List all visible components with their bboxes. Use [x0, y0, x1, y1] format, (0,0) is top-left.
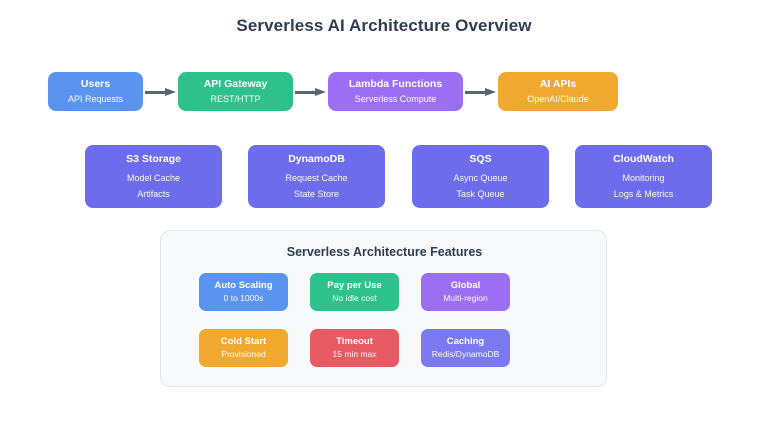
feature-card-subtitle: 15 min max: [332, 348, 377, 359]
feature-card-timeout[interactable]: Timeout 15 min max: [310, 329, 399, 367]
service-node-line1: Monitoring: [622, 173, 665, 184]
flow-node-api-gateway[interactable]: API Gateway REST/HTTP: [178, 72, 293, 111]
flow-node-users[interactable]: Users API Requests: [48, 72, 143, 111]
feature-card-subtitle: Provisioned: [221, 348, 266, 359]
service-node-line2: Artifacts: [137, 188, 170, 199]
arrow-head-icon: [165, 88, 176, 96]
arrow-shaft: [465, 91, 486, 94]
flow-node-subtitle: OpenAI/Claude: [527, 93, 589, 104]
features-grid: Auto Scaling 0 to 1000s Pay per Use No i…: [199, 273, 510, 367]
service-node-title: DynamoDB: [288, 153, 345, 166]
feature-card-cold-start[interactable]: Cold Start Provisioned: [199, 329, 288, 367]
service-node-line2: State Store: [293, 188, 340, 199]
flow-node-subtitle: REST/HTTP: [210, 93, 261, 104]
feature-card-subtitle: Redis/DynamoDB: [431, 348, 500, 359]
arrow-shaft: [145, 91, 166, 94]
arrow-head-icon: [315, 88, 326, 96]
service-node-title: S3 Storage: [126, 153, 181, 166]
flow-node-title: Users: [80, 77, 111, 90]
feature-card-subtitle: No idle cost: [332, 292, 377, 303]
features-panel-title: Serverless Architecture Features: [286, 245, 483, 259]
feature-card-pay-per-use[interactable]: Pay per Use No idle cost: [310, 273, 399, 311]
feature-card-subtitle: Multi-region: [443, 292, 488, 303]
service-node-line1: Model Cache: [126, 173, 181, 184]
service-node-line1: Request Cache: [285, 173, 348, 184]
page-title: Serverless AI Architecture Overview: [236, 16, 532, 35]
flow-node-subtitle: Serverless Compute: [354, 93, 437, 104]
service-node-line2: Logs & Metrics: [613, 188, 674, 199]
service-node-cloudwatch[interactable]: CloudWatch Monitoring Logs & Metrics: [575, 145, 712, 208]
flow-node-title: AI APIs: [539, 77, 577, 90]
service-node-title: SQS: [469, 153, 492, 166]
flow-node-lambda-functions[interactable]: Lambda Functions Serverless Compute: [328, 72, 463, 111]
flow-node-title: API Gateway: [203, 77, 268, 90]
feature-card-title: Global: [450, 280, 481, 292]
arrow-lambda-to-ai-apis: [465, 88, 496, 96]
flow-node-title: Lambda Functions: [348, 77, 443, 90]
feature-card-auto-scaling[interactable]: Auto Scaling 0 to 1000s: [199, 273, 288, 311]
flow-node-ai-apis[interactable]: AI APIs OpenAI/Claude: [498, 72, 618, 111]
feature-card-caching[interactable]: Caching Redis/DynamoDB: [421, 329, 510, 367]
service-node-line1: Async Queue: [453, 173, 508, 184]
flow-node-subtitle: API Requests: [67, 93, 124, 104]
feature-card-subtitle: 0 to 1000s: [223, 292, 264, 303]
feature-card-title: Pay per Use: [327, 280, 382, 292]
arrow-head-icon: [485, 88, 496, 96]
feature-card-title: Caching: [446, 336, 485, 348]
features-panel: Serverless Architecture Features Auto Sc…: [160, 230, 607, 387]
arrow-users-to-api-gateway: [145, 88, 176, 96]
service-node-dynamodb[interactable]: DynamoDB Request Cache State Store: [248, 145, 385, 208]
service-node-sqs[interactable]: SQS Async Queue Task Queue: [412, 145, 549, 208]
arrow-api-gateway-to-lambda: [295, 88, 326, 96]
service-node-s3-storage[interactable]: S3 Storage Model Cache Artifacts: [85, 145, 222, 208]
arrow-shaft: [295, 91, 316, 94]
feature-card-title: Auto Scaling: [214, 280, 273, 292]
service-node-line2: Task Queue: [456, 188, 505, 199]
feature-card-title: Cold Start: [220, 336, 267, 348]
service-node-title: CloudWatch: [613, 153, 674, 166]
feature-card-global[interactable]: Global Multi-region: [421, 273, 510, 311]
feature-card-title: Timeout: [336, 336, 373, 348]
